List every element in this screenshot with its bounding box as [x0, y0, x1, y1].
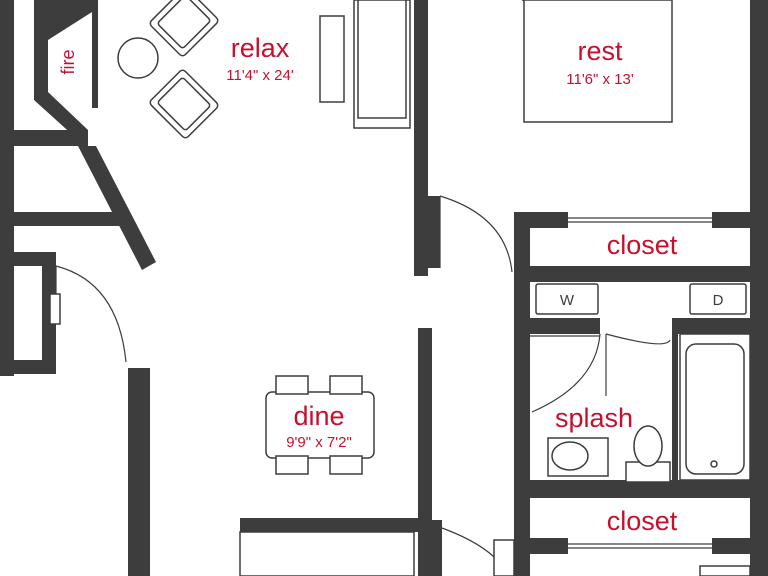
fixtures: [239, 283, 751, 576]
wall-laundry-bottom-left: [514, 318, 600, 334]
dining-chair-1: [275, 375, 309, 395]
wall-diagonal-foot: [14, 212, 120, 226]
wall-center-lower-jamb: [432, 520, 442, 576]
washer: [535, 283, 599, 315]
bath-door-swing-a: [605, 333, 671, 345]
tub-drain: [710, 460, 718, 468]
wall-fireplace-base: [0, 130, 88, 146]
armchair-top: [149, 0, 219, 57]
dining-chair-2: [329, 375, 363, 395]
bath-door-swing-b: [531, 333, 601, 413]
room-label-closet-lower: closet: [607, 506, 678, 536]
wall-center-upper: [414, 0, 428, 276]
room-label-relax: relax: [231, 33, 290, 63]
wall-laundry-bottom-right: [672, 318, 768, 334]
wall-bath-left: [514, 334, 530, 576]
wall-center-lower: [418, 328, 432, 576]
wall-kitchen-top: [240, 518, 432, 532]
dining-table: [265, 391, 375, 459]
fireplace-label: fire: [58, 49, 78, 74]
lower-door-panel: [493, 539, 515, 576]
dryer-label: D: [713, 292, 724, 309]
armchair-bottom: [149, 69, 219, 139]
lower-right-fixture: [699, 565, 751, 576]
wall-right: [750, 0, 768, 576]
dryer: [689, 283, 747, 315]
sofa-seat: [357, 0, 407, 119]
wall-left-mid: [0, 146, 14, 216]
washer-label: W: [560, 292, 575, 309]
wall-left-lower: [0, 226, 14, 256]
wall-closet-top-right: [712, 212, 768, 228]
wall-lower-left: [128, 368, 150, 576]
bed: [523, 0, 673, 123]
wall-closet-low-right: [712, 538, 768, 554]
wall-tub-divider: [672, 334, 678, 484]
room-label-closet-upper: closet: [607, 230, 678, 260]
side-table: [319, 15, 345, 103]
wall-closet-low-left: [514, 538, 568, 554]
room-label-splash: splash: [555, 403, 633, 433]
dining-chair-4: [329, 455, 363, 475]
wall-diagonal: [78, 146, 156, 270]
labels: relax 11'4" x 24' rest 11'6" x 13' dine …: [58, 33, 724, 536]
wall-fireplace: [34, 0, 92, 138]
wall-left-top: [0, 0, 14, 130]
room-dimensions-rest: 11'6" x 13': [566, 71, 634, 88]
wall-bath-bottom: [514, 480, 768, 498]
room-label-rest: rest: [577, 36, 623, 66]
bathtub-basin: [685, 343, 745, 475]
wall-entry-top: [0, 252, 56, 266]
sink-basin: [551, 441, 589, 471]
wall-fireplace-hearth: [92, 0, 98, 108]
room-label-dine: dine: [293, 401, 344, 431]
wall-bedroom-door-jamb: [428, 196, 440, 268]
entry-door-swing: [55, 265, 127, 363]
dining-chair-3: [275, 455, 309, 475]
doors: [49, 0, 750, 576]
wall-closet-bottom: [514, 266, 768, 282]
room-dimensions-relax: 11'4" x 24': [226, 67, 294, 84]
kitchen-counter: [239, 531, 415, 576]
room-dimensions-dine: 9'9" x 7'2": [286, 434, 352, 451]
round-table: [117, 37, 159, 79]
wall-left-bottom: [0, 266, 14, 376]
bedroom-door-swing: [439, 195, 513, 273]
wall-entry-jamb: [42, 266, 56, 374]
entry-door-panel: [49, 293, 61, 325]
furniture: [117, 0, 673, 475]
toilet-bowl: [633, 425, 663, 467]
